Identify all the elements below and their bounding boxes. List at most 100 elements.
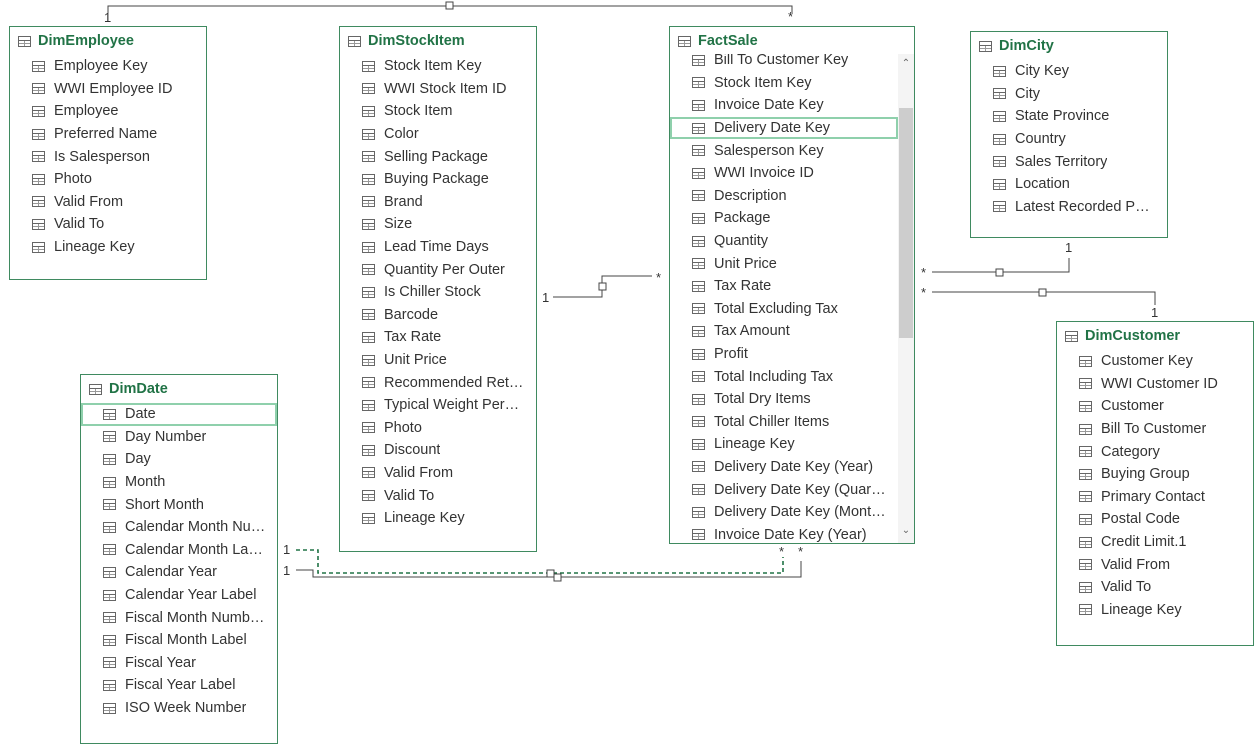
column-item[interactable]: Valid To: [340, 484, 536, 507]
column-item[interactable]: Employee Key: [10, 55, 206, 78]
scroll-up-icon[interactable]: ⌃: [901, 58, 911, 69]
column-item[interactable]: Is Salesperson: [10, 145, 206, 168]
column-item[interactable]: Calendar Year: [81, 561, 277, 584]
column-item[interactable]: Buying Group: [1057, 463, 1253, 486]
column-item[interactable]: Recommended Ret…: [340, 371, 536, 394]
column-item[interactable]: Fiscal Year Label: [81, 674, 277, 697]
column-item[interactable]: Lineage Key: [1057, 599, 1253, 622]
column-item[interactable]: Barcode: [340, 304, 536, 327]
column-item[interactable]: Color: [340, 123, 536, 146]
column-item[interactable]: Delivery Date Key (Year): [670, 456, 898, 479]
column-item[interactable]: Valid From: [1057, 553, 1253, 576]
column-item[interactable]: Calendar Month La…: [81, 539, 277, 562]
column-item[interactable]: Valid To: [1057, 576, 1253, 599]
column-item[interactable]: Sales Territory: [971, 150, 1167, 173]
column-item[interactable]: Preferred Name: [10, 123, 206, 146]
column-item[interactable]: Calendar Month Nu…: [81, 516, 277, 539]
column-item[interactable]: Day Number: [81, 426, 277, 449]
column-item[interactable]: City: [971, 83, 1167, 106]
column-item[interactable]: Bill To Customer: [1057, 418, 1253, 441]
column-item[interactable]: Lead Time Days: [340, 236, 536, 259]
column-item[interactable]: WWI Stock Item ID: [340, 78, 536, 101]
table-header[interactable]: DimCity: [971, 32, 1167, 60]
column-item[interactable]: State Province: [971, 105, 1167, 128]
column-item[interactable]: Valid To: [10, 213, 206, 236]
column-item[interactable]: Valid From: [10, 191, 206, 214]
column-item[interactable]: Country: [971, 128, 1167, 151]
column-item[interactable]: Lineage Key: [670, 433, 898, 456]
column-item[interactable]: Total Including Tax: [670, 365, 898, 388]
table-header[interactable]: DimStockItem: [340, 27, 536, 55]
column-item[interactable]: Delivery Date Key (Quar…: [670, 478, 898, 501]
column-item[interactable]: Unit Price: [670, 252, 898, 275]
table-header[interactable]: DimEmployee: [10, 27, 206, 55]
column-item[interactable]: Location: [971, 173, 1167, 196]
column-item[interactable]: Stock Item Key: [670, 72, 898, 95]
column-item[interactable]: Total Excluding Tax: [670, 298, 898, 321]
column-item[interactable]: WWI Customer ID: [1057, 373, 1253, 396]
column-item[interactable]: Stock Item: [340, 100, 536, 123]
column-item[interactable]: Employee: [10, 100, 206, 123]
column-item[interactable]: Customer Key: [1057, 350, 1253, 373]
column-item[interactable]: Postal Code: [1057, 508, 1253, 531]
column-item[interactable]: Quantity: [670, 230, 898, 253]
column-item[interactable]: Bill To Customer Key: [670, 54, 898, 72]
column-item[interactable]: WWI Employee ID: [10, 78, 206, 101]
column-item[interactable]: Fiscal Month Label: [81, 629, 277, 652]
column-item[interactable]: Credit Limit.1: [1057, 531, 1253, 554]
column-item[interactable]: Category: [1057, 440, 1253, 463]
column-item[interactable]: Fiscal Year: [81, 652, 277, 675]
column-item[interactable]: Total Chiller Items: [670, 411, 898, 434]
column-item[interactable]: Tax Rate: [340, 326, 536, 349]
column-item[interactable]: Tax Amount: [670, 320, 898, 343]
column-item[interactable]: Day: [81, 448, 277, 471]
table-header[interactable]: DimDate: [81, 375, 277, 403]
column-item[interactable]: Stock Item Key: [340, 55, 536, 78]
column-item[interactable]: Tax Rate: [670, 275, 898, 298]
column-item[interactable]: Photo: [340, 417, 536, 440]
column-item[interactable]: Invoice Date Key (Year): [670, 523, 898, 543]
column-item[interactable]: Unit Price: [340, 349, 536, 372]
column-item[interactable]: Fiscal Month Numb…: [81, 606, 277, 629]
column-item[interactable]: ISO Week Number: [81, 697, 277, 720]
column-item[interactable]: Date: [81, 403, 277, 426]
column-item[interactable]: Latest Recorded P…: [971, 196, 1167, 219]
column-item[interactable]: Customer: [1057, 395, 1253, 418]
column-item[interactable]: Photo: [10, 168, 206, 191]
column-item[interactable]: Profit: [670, 343, 898, 366]
column-item[interactable]: Selling Package: [340, 145, 536, 168]
column-item[interactable]: Package: [670, 207, 898, 230]
column-item[interactable]: Month: [81, 471, 277, 494]
table-header[interactable]: DimCustomer: [1057, 322, 1253, 350]
column-item[interactable]: Calendar Year Label: [81, 584, 277, 607]
column-item[interactable]: Is Chiller Stock: [340, 281, 536, 304]
column-item[interactable]: Typical Weight Per…: [340, 394, 536, 417]
column-item[interactable]: WWI Invoice ID: [670, 162, 898, 185]
column-item[interactable]: Primary Contact: [1057, 486, 1253, 509]
column-item[interactable]: Lineage Key: [10, 236, 206, 259]
column-item[interactable]: Brand: [340, 191, 536, 214]
column-item[interactable]: Discount: [340, 439, 536, 462]
column-item[interactable]: Valid From: [340, 462, 536, 485]
vertical-scrollbar[interactable]: ⌃ ⌄: [898, 54, 914, 543]
column-item[interactable]: City Key: [971, 60, 1167, 83]
column-item[interactable]: Invoice Date Key: [670, 94, 898, 117]
column-item[interactable]: Lineage Key: [340, 507, 536, 530]
column-item[interactable]: Short Month: [81, 493, 277, 516]
column-item[interactable]: Size: [340, 213, 536, 236]
scrollbar-thumb[interactable]: [899, 108, 913, 338]
column-item[interactable]: Delivery Date Key (Mont…: [670, 501, 898, 524]
column-item[interactable]: Total Dry Items: [670, 388, 898, 411]
scroll-down-icon[interactable]: ⌄: [901, 525, 911, 536]
column-item[interactable]: Description: [670, 185, 898, 208]
column-item[interactable]: Quantity Per Outer: [340, 258, 536, 281]
column-item[interactable]: Salesperson Key: [670, 139, 898, 162]
table-header[interactable]: FactSale: [670, 27, 914, 55]
column-item[interactable]: Buying Package: [340, 168, 536, 191]
